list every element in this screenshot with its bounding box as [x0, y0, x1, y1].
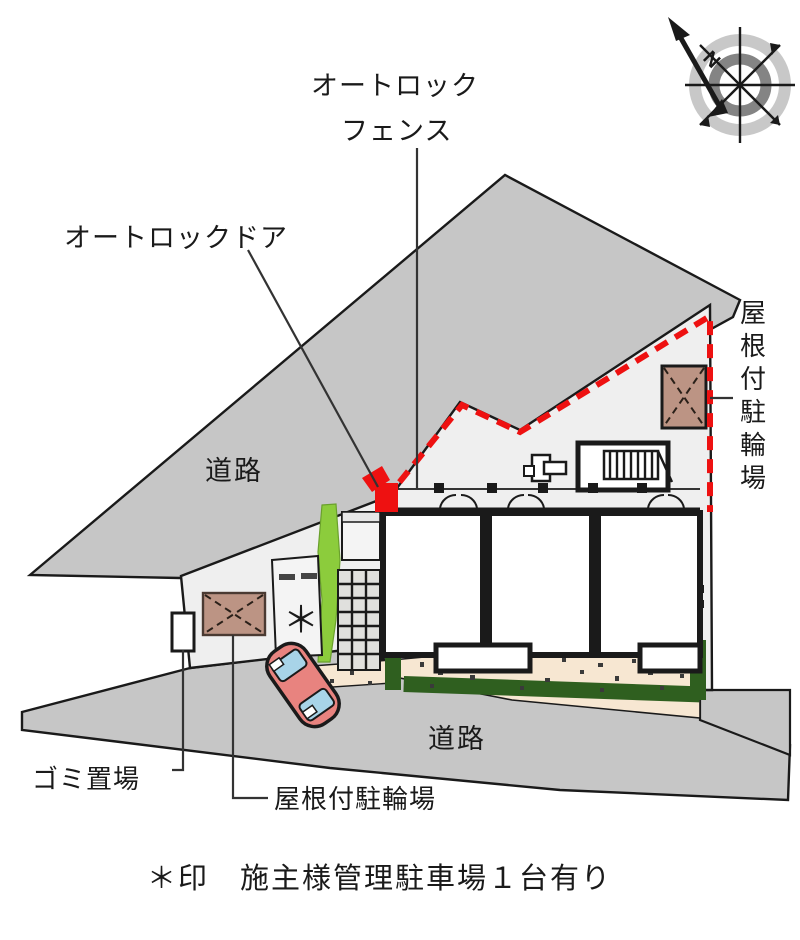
svg-text:付: 付 [740, 364, 767, 394]
owner-parking-stall: ＊ [270, 554, 324, 659]
label-auto-lock-fence-line2: フェンス [341, 116, 452, 146]
auto-lock-door-marker [362, 466, 398, 512]
staircase [602, 449, 674, 483]
svg-text:輪: 輪 [740, 430, 767, 460]
label-auto-lock-fence-line1: オートロック [311, 71, 479, 101]
leader-garbage [172, 650, 185, 772]
unit-block-2 [486, 510, 595, 658]
plan-caption-note: ＊印 施主様管理駐車場１台有り [147, 862, 612, 895]
label-roofed-bicycle-parking-right: 屋 根 付 駐 輪 場 [740, 298, 767, 493]
left-service-rooms [341, 511, 381, 561]
north-arrow [668, 17, 728, 117]
garbage-area-box [170, 611, 196, 653]
svg-text:駐: 駐 [740, 397, 767, 427]
owner-parking-asterisk: ＊ [283, 599, 319, 640]
car-windshield [270, 648, 308, 683]
door-swing-arcs [439, 493, 685, 509]
unit-block-1 [380, 510, 486, 658]
hedge-strip-bottom [403, 676, 700, 703]
compass-rose: N [668, 17, 795, 143]
svg-text:根: 根 [740, 331, 767, 361]
leader-bike-bottom [231, 635, 268, 800]
label-roofed-bicycle-parking-bottom: 屋根付駐輪場 [274, 784, 436, 814]
balcony-1 [433, 642, 533, 674]
auto-lock-fence-line [382, 310, 713, 512]
main-building [341, 440, 704, 674]
right-edge-details [698, 560, 704, 608]
unit-block-3 [595, 510, 703, 658]
balcony-2 [637, 642, 703, 674]
label-auto-lock-door: オートロックドア [64, 223, 288, 253]
leader-lines [172, 148, 733, 800]
leader-door [247, 249, 379, 488]
parking-stop-left [279, 574, 295, 580]
label-garbage-area: ゴミ置場 [32, 764, 140, 794]
label-road-upper: 道路 [205, 456, 263, 486]
corridor-posts [434, 483, 647, 493]
owner-parking-outline [270, 554, 324, 659]
equipment-box [523, 453, 568, 483]
plan-text-labels: オートロック フェンス オートロックドア 道路 道路 屋 根 付 駐 輪 場 ゴ… [32, 71, 767, 895]
hedge-strip-left [385, 655, 401, 690]
paving-stone-grid [337, 569, 381, 671]
svg-text:場: 場 [740, 463, 767, 493]
parked-car [265, 641, 341, 729]
parking-stop-right [301, 573, 317, 579]
label-road-lower: 道路 [428, 724, 486, 754]
road-areas [20, 173, 792, 802]
bike-shelter-right [660, 364, 708, 430]
bike-shelter-left [201, 591, 267, 637]
svg-text:屋: 屋 [740, 298, 767, 328]
